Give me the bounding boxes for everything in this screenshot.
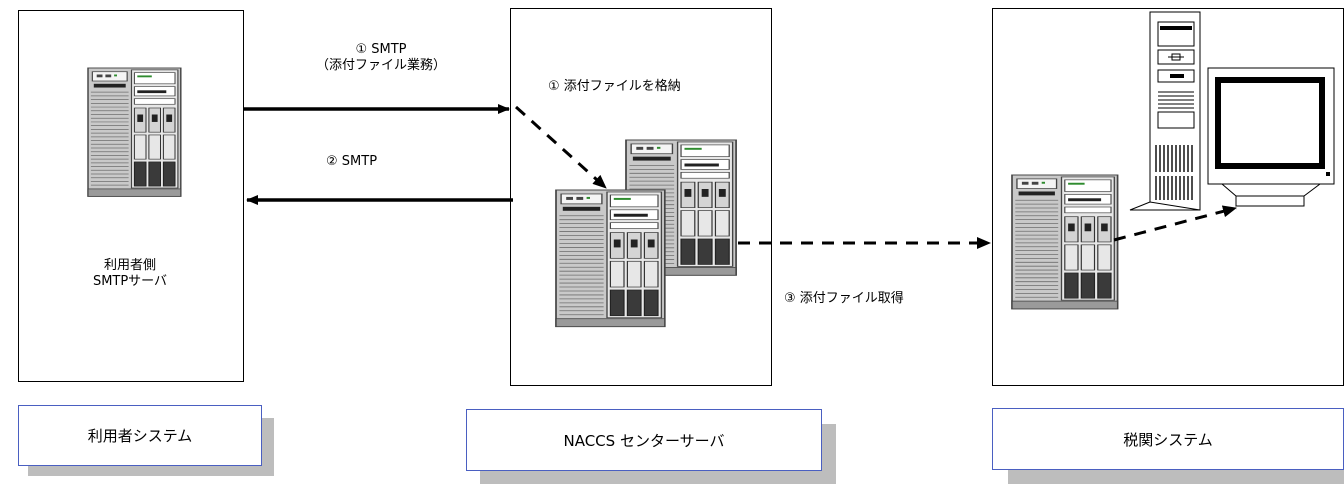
fetch-attachment-label: ③ 添付ファイル取得: [784, 291, 904, 306]
user-server-caption-line2: SMTPサーバ: [92, 274, 168, 289]
store-attachment-note: ① 添付ファイルを格納: [548, 79, 681, 94]
user-server-caption: 利用者側 SMTPサーバ: [70, 258, 190, 290]
user-server-caption-line1: 利用者側: [103, 258, 156, 273]
desktop-computer-icon: [1129, 11, 1201, 211]
naccs-server-front-icon: [555, 189, 666, 328]
smtp-in-label-line1: ① SMTP: [355, 42, 407, 57]
customs-system-label: 税関システム: [992, 408, 1344, 470]
smtp-out-label: ② SMTP: [326, 154, 378, 169]
server-to-terminal-arrow: [1113, 205, 1237, 242]
smtp-in-label: ① SMTP （添付ファイル業務）: [296, 42, 466, 74]
smtp-in-label-line2: （添付ファイル業務）: [315, 58, 446, 73]
monitor-icon: [1207, 67, 1335, 207]
customs-server-icon: [1011, 174, 1119, 310]
user-system-label: 利用者システム: [18, 405, 262, 466]
naccs-server-label: NACCS センターサーバ: [466, 409, 822, 471]
store-attachment-arrow: [514, 105, 608, 190]
user-smtp-server-icon: [87, 67, 182, 198]
